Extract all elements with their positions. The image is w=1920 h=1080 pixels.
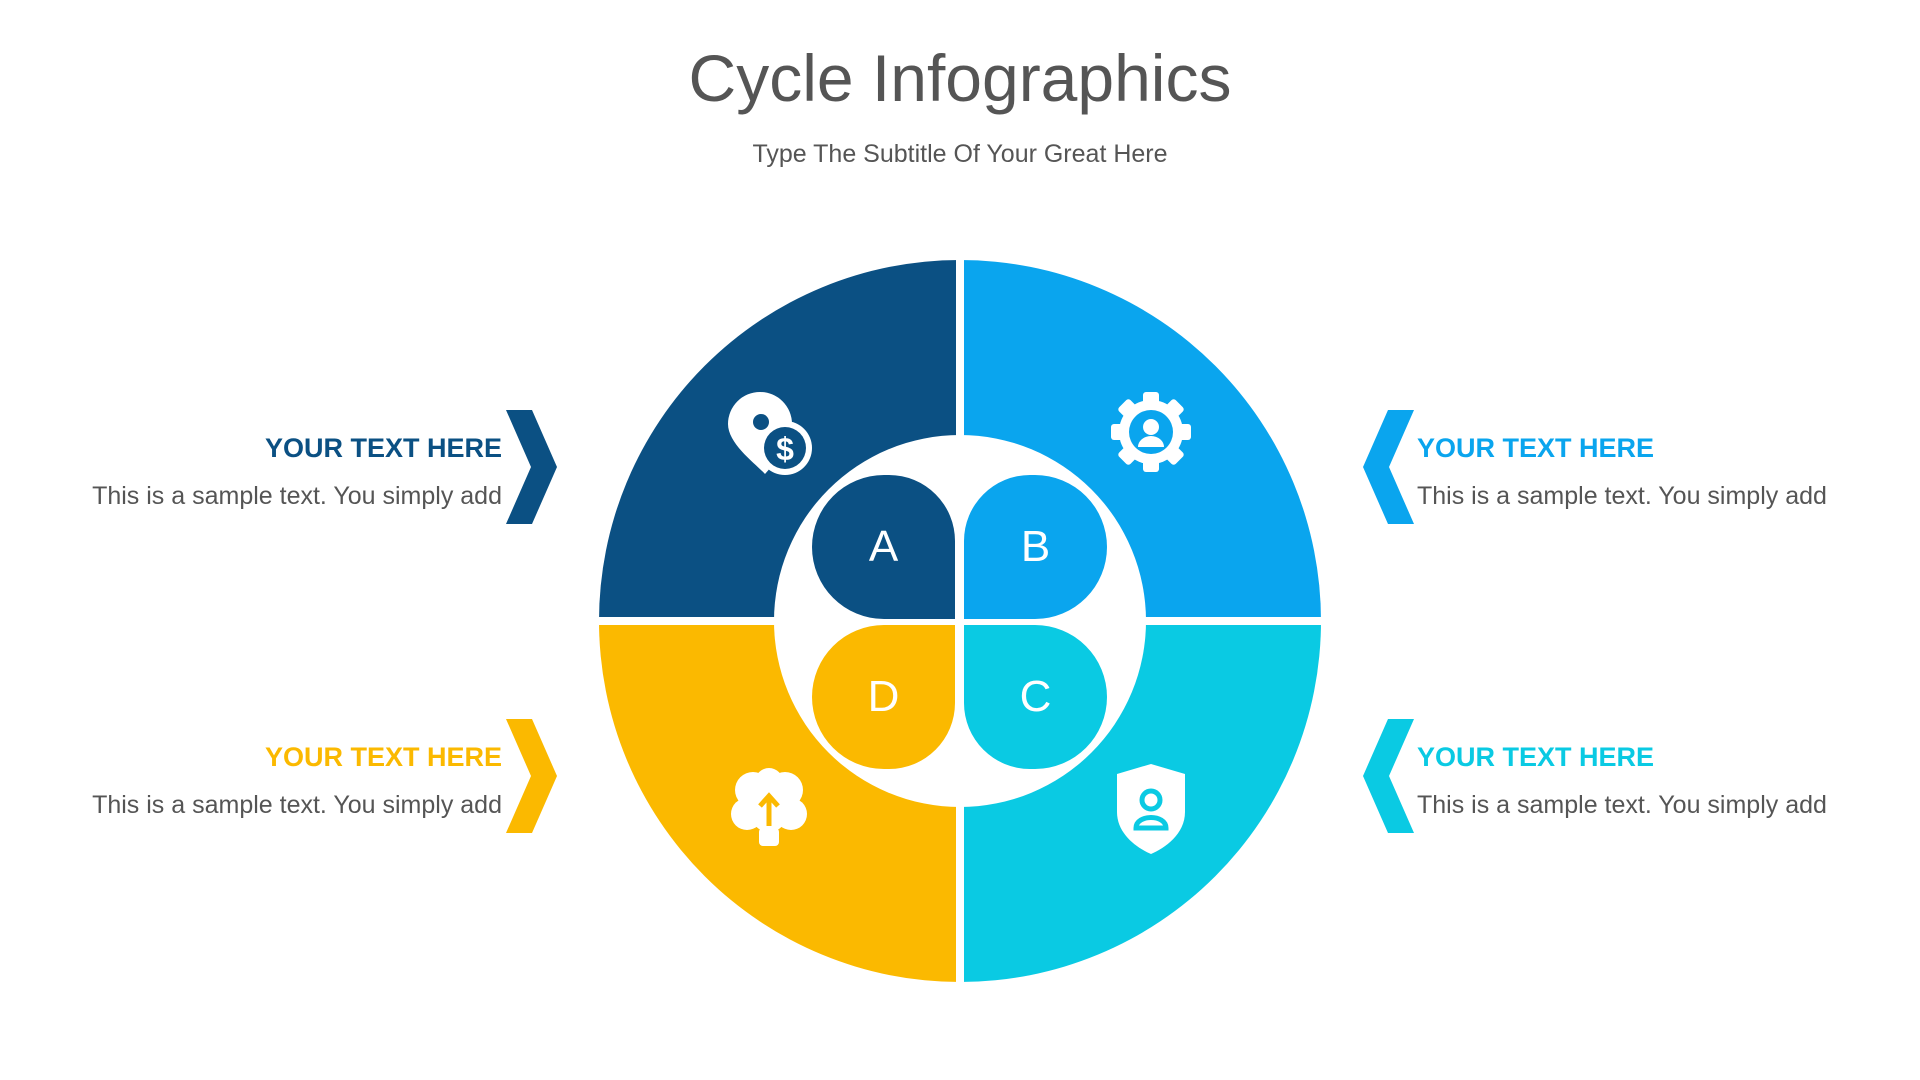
letter-d: D	[867, 672, 900, 721]
body-a: This is a sample text. You simply add	[92, 482, 502, 510]
chevron-d	[506, 719, 557, 833]
heading-b: YOUR TEXT HERE	[1417, 433, 1655, 463]
segment-a: A	[812, 475, 955, 619]
body-c: This is a sample text. You simply add	[1417, 791, 1827, 819]
page-title: Cycle Infographics	[688, 41, 1232, 115]
text-block-c: YOUR TEXT HERE This is a sample text. Yo…	[1417, 740, 1887, 822]
chevron-c	[1363, 719, 1414, 833]
location-dollar-icon: $	[728, 392, 812, 475]
segment-d: D	[812, 625, 955, 769]
segment-b: B	[964, 475, 1107, 619]
svg-text:$: $	[776, 431, 794, 467]
text-block-b: YOUR TEXT HERE This is a sample text. Yo…	[1417, 431, 1887, 513]
chevron-a	[506, 410, 557, 524]
body-d: This is a sample text. You simply add	[92, 791, 502, 819]
segment-c: C	[964, 625, 1107, 769]
letter-b: B	[1020, 522, 1051, 571]
letter-c: C	[1019, 672, 1052, 721]
chevron-b	[1363, 410, 1414, 524]
brain-bulb-icon	[731, 768, 807, 846]
shield-user-icon	[1117, 764, 1185, 854]
heading-c: YOUR TEXT HERE	[1417, 742, 1655, 772]
text-block-a: YOUR TEXT HERE This is a sample text. Yo…	[32, 431, 502, 513]
gear-user-icon	[1111, 392, 1191, 472]
page-subtitle: Type The Subtitle Of Your Great Here	[752, 140, 1168, 168]
heading-d: YOUR TEXT HERE	[264, 742, 502, 772]
letter-a: A	[868, 522, 899, 571]
body-b: This is a sample text. You simply add	[1417, 482, 1827, 510]
heading-a: YOUR TEXT HERE	[264, 433, 502, 463]
inner-circle	[774, 435, 1146, 807]
text-block-d: YOUR TEXT HERE This is a sample text. Yo…	[32, 740, 502, 822]
